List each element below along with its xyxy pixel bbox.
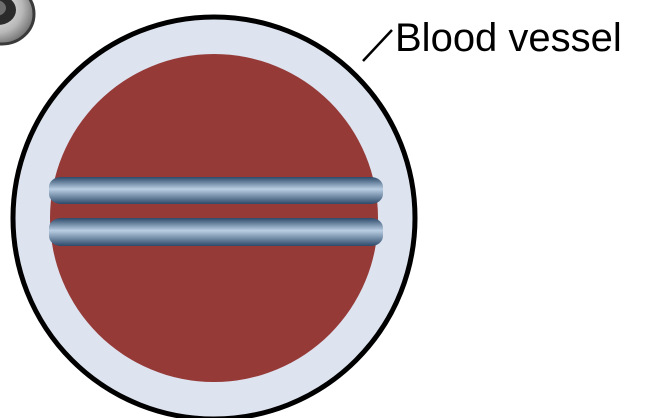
device-icon [0, 0, 34, 44]
lower-band [49, 218, 383, 246]
callout-leader-line [363, 30, 392, 61]
callout-label: Blood vessel [395, 16, 622, 60]
upper-band [49, 177, 383, 204]
